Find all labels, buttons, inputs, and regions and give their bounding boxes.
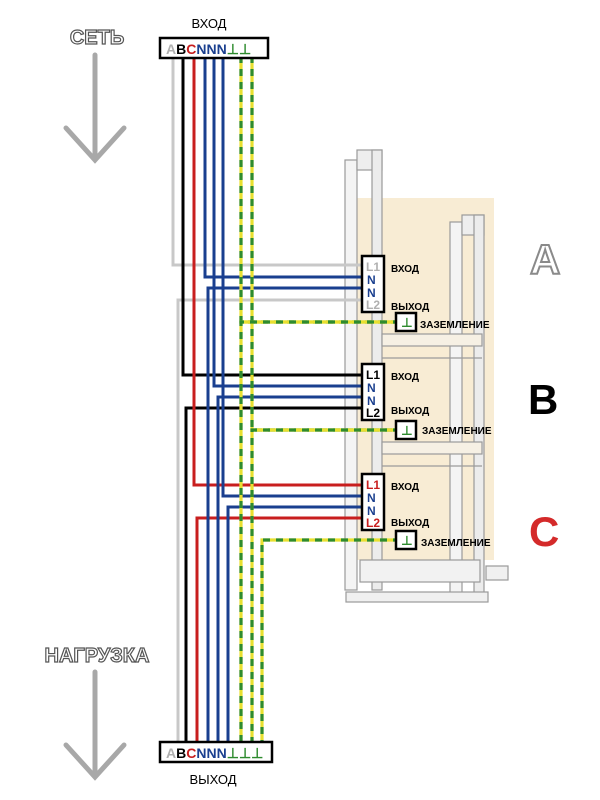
top-terminal-letters: ABCNNN⊥⊥ — [166, 41, 251, 57]
phase-c-letter: C — [529, 508, 559, 555]
arrow-down-icon-bottom — [63, 669, 127, 781]
ground-icon: ⊥ — [401, 533, 413, 548]
bottom-terminal-letter: N — [207, 745, 217, 761]
phase-a-output-label: ВЫХОД — [391, 302, 429, 313]
phase-a-letter: A — [530, 236, 560, 283]
phase-a-terminal-n2: N — [367, 286, 376, 300]
top-terminal-letter: N — [217, 41, 227, 57]
phase-a-terminal-l2: L2 — [366, 298, 380, 312]
phase-module-b: L1 N N L2 ВХОД ВЫХОД ⊥ ЗАЗЕМЛЕНИЕ B — [360, 362, 558, 441]
phase-c-terminal-l2: L2 — [366, 516, 380, 530]
top-terminal-letter: N — [196, 41, 206, 57]
load-label: НАГРУЗКА — [45, 645, 150, 667]
phase-b-terminal-l2: L2 — [366, 406, 380, 420]
ground-icon: ⊥ — [401, 315, 413, 330]
phase-c-ground-label: ЗАЗЕМЛЕНИЕ — [421, 538, 491, 549]
top-terminal: ВХОД ABCNNN⊥⊥ — [158, 16, 270, 60]
top-terminal-letter: C — [186, 41, 196, 57]
top-terminal-letter: ⊥ — [239, 41, 251, 57]
phase-c-output-label: ВЫХОД — [391, 518, 429, 529]
bottom-terminal-caption: ВЫХОД — [189, 772, 236, 787]
phase-b-output-label: ВЫХОД — [391, 406, 429, 417]
phase-c-terminal-n2: N — [367, 504, 376, 518]
phase-b-terminal-l1: L1 — [366, 368, 380, 382]
phase-module-c: L1 N N L2 ВХОД ВЫХОД ⊥ ЗАЗЕМЛЕНИЕ C — [360, 472, 559, 555]
arrow-down-icon-top — [63, 52, 127, 164]
phase-b-terminal-n2: N — [367, 394, 376, 408]
phase-b-ground-label: ЗАЗЕМЛЕНИЕ — [422, 426, 492, 437]
top-terminal-letter: B — [176, 41, 186, 57]
top-terminal-letter: N — [207, 41, 217, 57]
phase-a-input-label: ВХОД — [391, 264, 419, 275]
phase-module-a: L1 N N L2 ВХОД ВЫХОД ⊥ ЗАЗЕМЛЕНИЕ A — [360, 235, 561, 333]
top-terminal-caption: ВХОД — [192, 16, 227, 31]
bottom-terminal-letter: B — [176, 745, 186, 761]
phase-c-terminal-n1: N — [367, 491, 376, 505]
bottom-terminal: ABCNNN⊥⊥⊥ ВЫХОД — [158, 740, 274, 787]
phase-b-input-label: ВХОД — [391, 372, 419, 383]
bottom-terminal-letter: ⊥ — [251, 745, 263, 761]
phase-c-terminal-l1: L1 — [366, 478, 380, 492]
bottom-terminal-letter: N — [217, 745, 227, 761]
bottom-terminal-letter: N — [196, 745, 206, 761]
top-terminal-letter: ⊥ — [227, 41, 239, 57]
phase-a-terminal-l1: L1 — [366, 260, 380, 274]
top-terminal-letter: A — [166, 41, 176, 57]
phase-b-terminal-n1: N — [367, 381, 376, 395]
bottom-terminal-letter: C — [186, 745, 196, 761]
wires — [171, 56, 367, 742]
bottom-terminal-letter: ⊥ — [227, 745, 239, 761]
bottom-terminal-letters: ABCNNN⊥⊥⊥ — [166, 745, 263, 761]
phase-b-letter: B — [528, 376, 558, 423]
network-label: СЕТЬ — [70, 27, 124, 49]
bottom-terminal-letter: ⊥ — [239, 745, 251, 761]
ground-wires — [239, 56, 400, 742]
ground-icon: ⊥ — [401, 423, 413, 438]
phase-a-terminal-n1: N — [367, 273, 376, 287]
phase-a-ground-label: ЗАЗЕМЛЕНИЕ — [420, 320, 490, 331]
bottom-terminal-letter: A — [166, 745, 176, 761]
phase-c-input-label: ВХОД — [391, 482, 419, 493]
